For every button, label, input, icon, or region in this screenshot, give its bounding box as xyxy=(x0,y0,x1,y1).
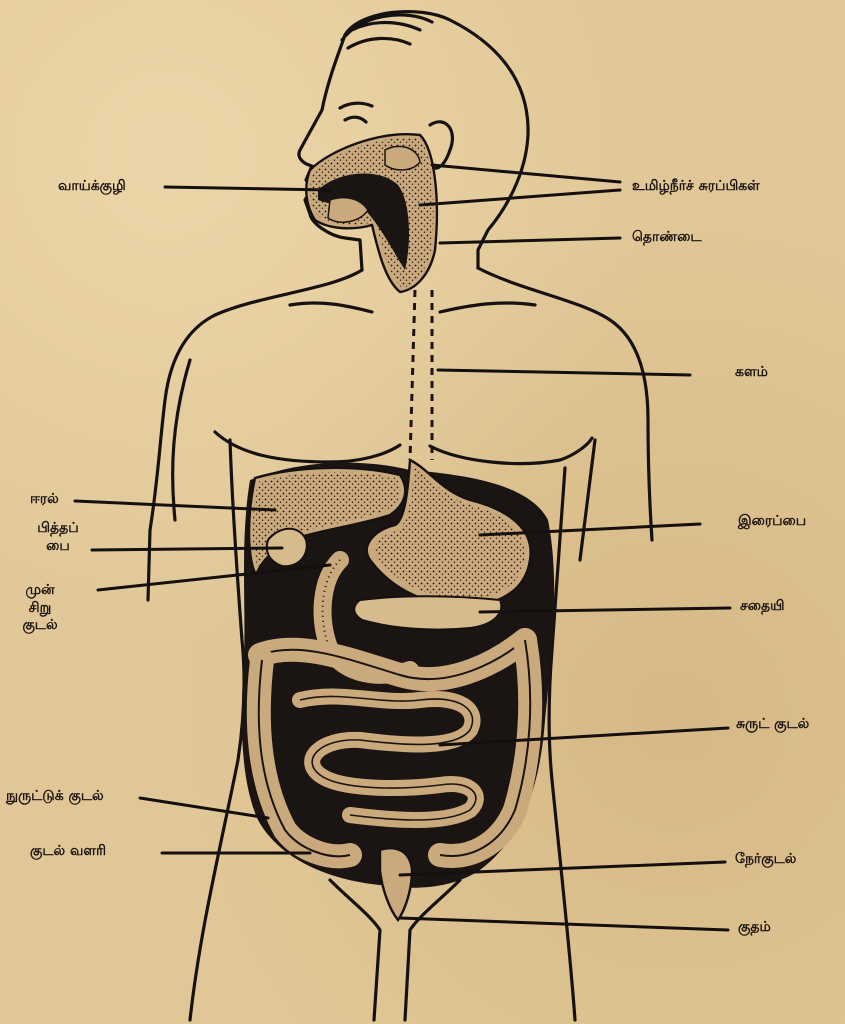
abdominal-organs xyxy=(242,460,554,920)
leader-salivary-2 xyxy=(420,190,620,205)
leader-anus xyxy=(400,918,728,930)
leader-large-intestine xyxy=(140,798,268,818)
rectum xyxy=(380,848,412,920)
eye xyxy=(340,103,372,122)
label-appendix: குடல் வளரி xyxy=(30,843,106,861)
label-duodenum-line1: முன் xyxy=(14,582,66,600)
hair xyxy=(342,15,432,48)
label-small-intestine: சுருட் குடல் xyxy=(736,716,809,734)
label-gall-bladder: பித்தப் பை xyxy=(28,520,88,555)
arm-left-inner xyxy=(173,360,190,520)
leader-esophagus xyxy=(438,370,690,375)
waist-right xyxy=(549,468,575,1020)
label-stomach: இரைப்பை xyxy=(738,513,806,531)
waist-left xyxy=(190,440,244,1020)
label-duodenum: முன் சிறு குடல் xyxy=(14,582,66,635)
ear xyxy=(430,122,452,168)
label-pancreas: சதையி xyxy=(740,598,785,616)
chest-line-left xyxy=(215,432,400,462)
label-duodenum-line2: சிறு xyxy=(14,600,66,618)
label-anus: குதம் xyxy=(738,919,771,937)
label-gall-bladder-line1: பித்தப் xyxy=(28,520,88,538)
label-liver: ஈரல் xyxy=(30,491,59,509)
leader-gall-bladder xyxy=(92,548,282,550)
esophagus-tube xyxy=(410,290,432,460)
chest-line-right xyxy=(430,438,592,464)
clavicle-left xyxy=(290,303,372,312)
label-large-intestine: நுருட்டுக் குடல் xyxy=(6,788,104,806)
leg-inner-left xyxy=(330,880,380,1020)
label-rectum: நேர்குடல் xyxy=(735,851,796,869)
leg-inner-right xyxy=(405,880,460,1020)
label-pharynx: தொண்டை xyxy=(632,229,702,247)
label-duodenum-line3: குடல் xyxy=(14,617,66,635)
clavicle-right xyxy=(440,303,535,312)
label-mouth: வாய்க்குழி xyxy=(58,178,126,196)
mouth-region xyxy=(306,134,437,292)
leader-pharynx xyxy=(440,238,620,243)
label-gall-bladder-line2: பை xyxy=(28,538,88,556)
arm-right-inner xyxy=(580,440,595,560)
leader-salivary-1 xyxy=(432,165,620,182)
label-esophagus: களம் xyxy=(735,364,768,382)
label-salivary-glands: உமிழ்நீர்ச் சுரப்பிகள் xyxy=(632,178,760,196)
